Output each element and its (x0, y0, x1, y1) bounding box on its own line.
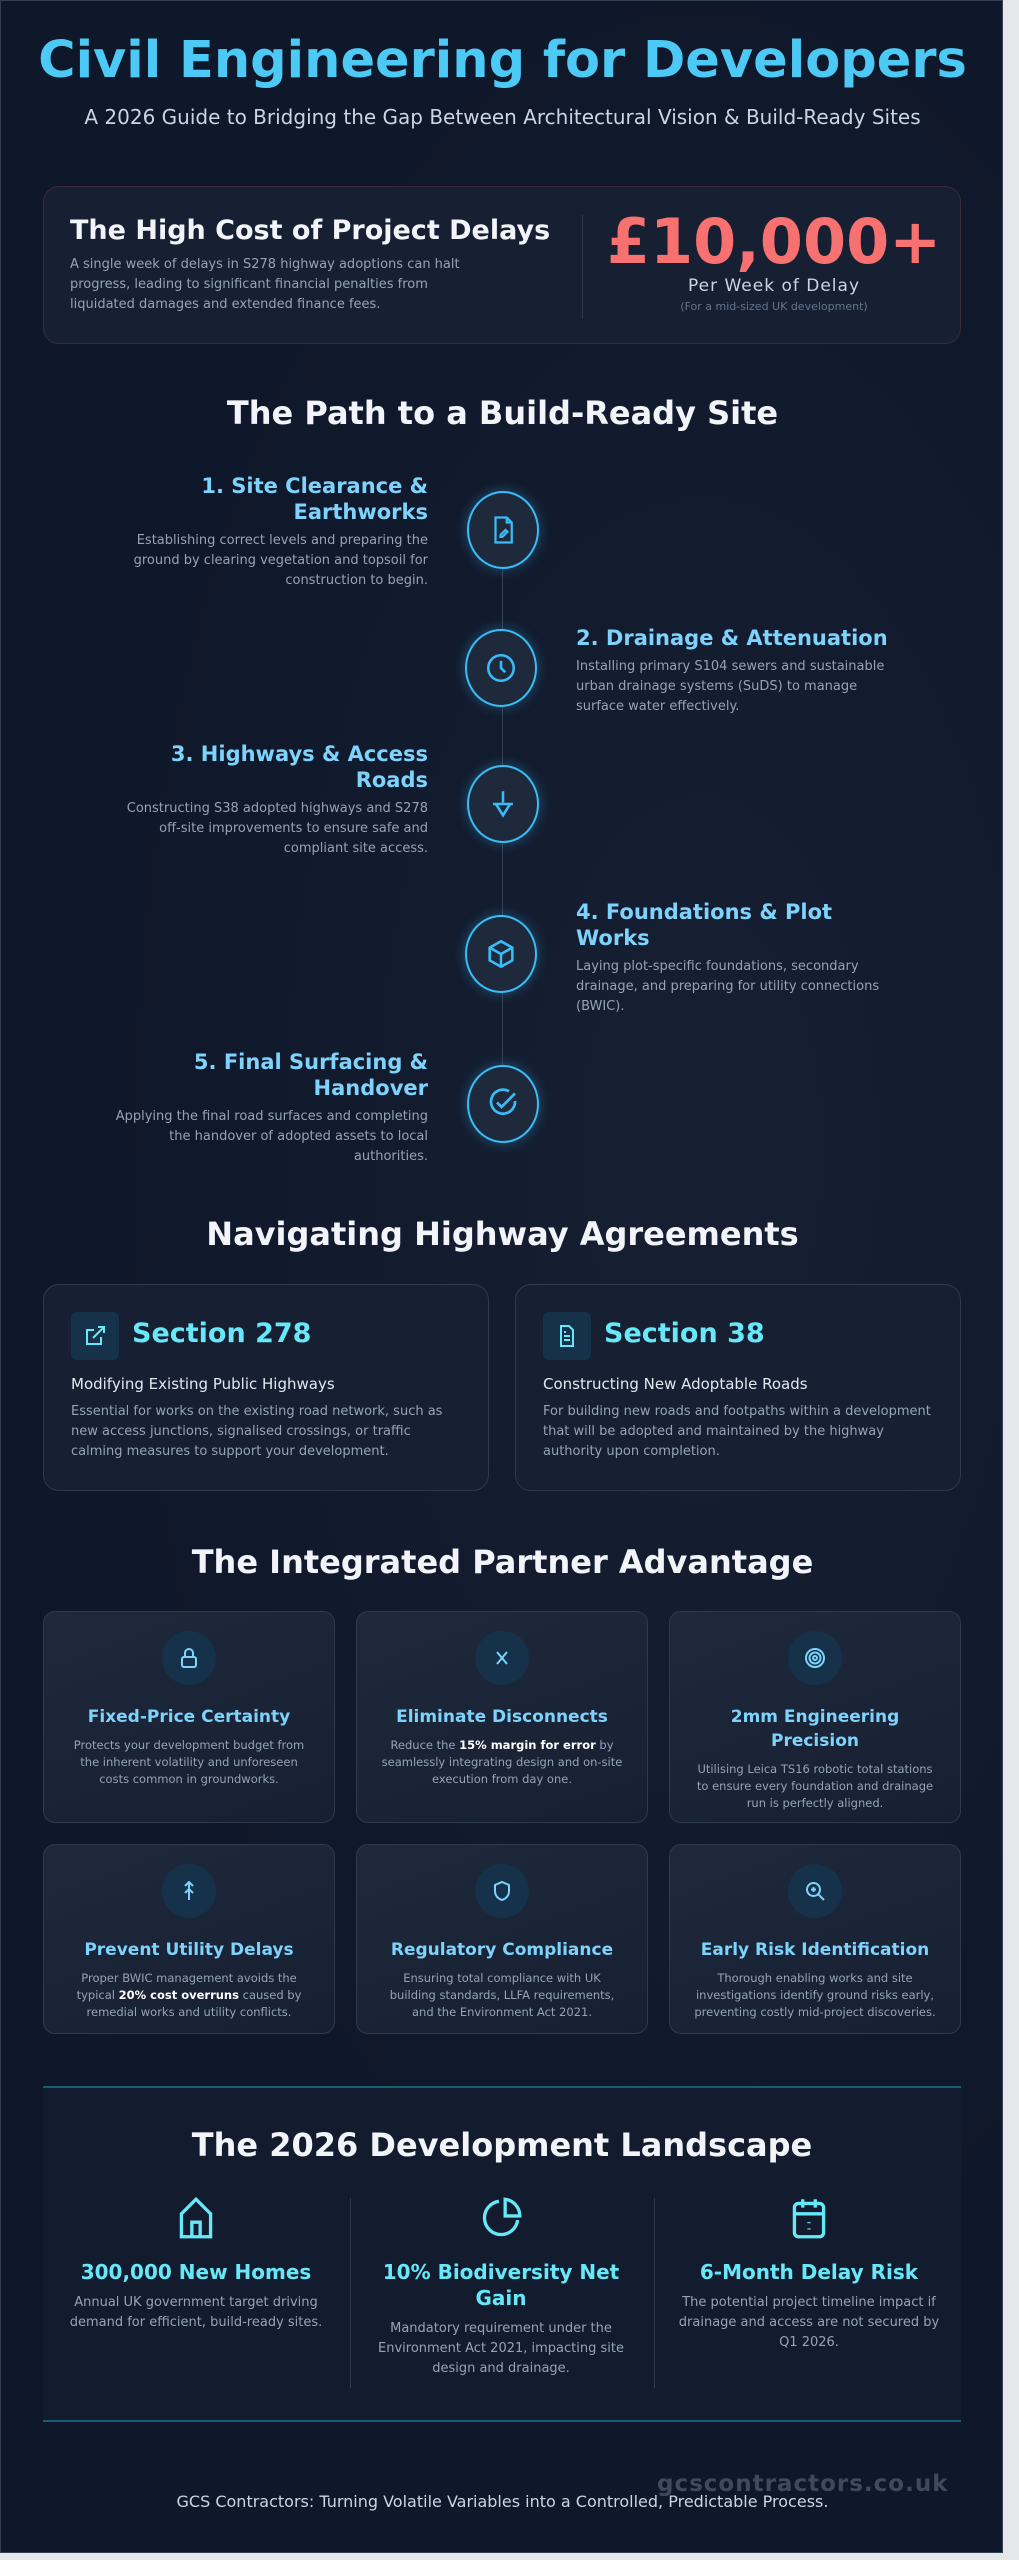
advantage-card: Early Risk Identification Thorough enabl… (669, 1844, 961, 2034)
advantage-card: Prevent Utility Delays Proper BWIC manag… (43, 1844, 335, 2034)
card-body: Essential for works on the existing road… (71, 1404, 443, 1459)
card-title: Eliminate Disconnects (396, 1707, 608, 1727)
document-icon (543, 1312, 591, 1360)
calendar-icon (674, 2193, 944, 2243)
stat-title: 10% Biodiversity Net Gain (382, 2260, 620, 2310)
landscape-section: The 2026 Development Landscape 300,000 N… (43, 2086, 961, 2422)
divider (654, 2198, 655, 2388)
step-title: 3. Highways & Access Roads (170, 742, 428, 792)
check-circle-icon (467, 1065, 539, 1143)
landscape-title: The 2026 Development Landscape (191, 2126, 813, 2164)
path-title: The Path to a Build-Ready Site (226, 394, 779, 432)
stat-title: 300,000 New Homes (80, 2260, 312, 2284)
cost-card: The High Cost of Project Delays A single… (43, 186, 961, 344)
lock-icon (162, 1631, 216, 1685)
divider (582, 215, 583, 319)
step-title: 1. Site Clearance & Earthworks (201, 474, 428, 524)
cost-body: A single week of delays in S278 highway … (70, 257, 460, 312)
cost-title: The High Cost of Project Delays (70, 215, 551, 246)
body-text: Reduce the (390, 1738, 460, 1752)
step-body: Laying plot-specific foundations, second… (576, 959, 880, 1014)
cost-note: (For a mid-sized UK development) (680, 300, 868, 313)
clock-icon (465, 629, 537, 707)
card-body: Protects your development budget from th… (73, 1738, 305, 1786)
card-body: Proper BWIC management avoids the typica… (66, 1970, 312, 2021)
advantage-card: 2mm Engineering Precision Utilising Leic… (669, 1611, 961, 1823)
step-title: 4. Foundations & Plot Works (576, 900, 833, 950)
card-title: Early Risk Identification (700, 1940, 930, 1960)
body-text: caused by remedial works and utility con… (86, 1988, 302, 2019)
card-body: Thorough enabling works and site investi… (694, 1971, 936, 2019)
card-title: Fixed-Price Certainty (87, 1707, 291, 1727)
cost-value: £10,000+ (606, 205, 942, 278)
highway-title: Navigating Highway Agreements (206, 1215, 799, 1253)
cube-icon (465, 915, 537, 993)
stat: 300,000 New Homes Annual UK government t… (61, 2193, 331, 2333)
card-body: Ensuring total compliance with UK buildi… (389, 1971, 615, 2019)
card-title: Regulatory Compliance (390, 1940, 614, 1960)
pie-chart-icon (366, 2193, 636, 2243)
card-title: Section 278 (132, 1318, 312, 1349)
x-icon (475, 1631, 529, 1685)
section-278-card: Section 278 Modifying Existing Public Hi… (43, 1284, 489, 1491)
card-body: Utilising Leica TS16 robotic total stati… (696, 1762, 934, 1810)
advantage-card: Eliminate Disconnects Reduce the 15% mar… (356, 1611, 648, 1823)
buoy-icon (467, 765, 539, 843)
card-title: Section 38 (604, 1318, 765, 1349)
advantage-card: Regulatory Compliance Ensuring total com… (356, 1844, 648, 2034)
body-text: Proper BWIC management avoids the typica… (76, 1971, 297, 2002)
step-body: Applying the final road surfaces and com… (115, 1109, 428, 1164)
step-body: Constructing S38 adopted highways and S2… (126, 801, 428, 856)
stat-title: 6-Month Delay Risk (699, 2260, 919, 2284)
arrow-up-icon (162, 1864, 216, 1918)
stat-body: The potential project timeline impact if… (678, 2295, 940, 2350)
body-highlight: 15% margin for error (459, 1738, 596, 1752)
card-subtitle: Constructing New Adoptable Roads (543, 1375, 808, 1393)
zoom-in-icon (788, 1864, 842, 1918)
shield-icon (475, 1864, 529, 1918)
stat: 6-Month Delay Risk The potential project… (674, 2193, 944, 2353)
watermark: gcscontractors.co.uk (657, 2471, 949, 2497)
body-highlight: 20% cost overruns (118, 1988, 239, 2002)
home-icon (61, 2193, 331, 2243)
external-link-icon (71, 1312, 119, 1360)
stat-body: Mandatory requirement under the Environm… (378, 2321, 624, 2376)
step-body: Establishing correct levels and preparin… (133, 533, 428, 588)
footer-tagline: GCS Contractors: Turning Volatile Variab… (176, 2492, 829, 2511)
page-title: Civil Engineering for Developers (38, 31, 967, 90)
card-title: 2mm Engineering Precision (730, 1707, 900, 1751)
section-38-card: Section 38 Constructing New Adoptable Ro… (515, 1284, 961, 1491)
step-title: 2. Drainage & Attenuation (576, 626, 888, 650)
advantage-title: The Integrated Partner Advantage (191, 1543, 814, 1581)
stat-body: Annual UK government target driving dema… (69, 2295, 323, 2330)
body-text: by seamlessly integrating design and on-… (381, 1738, 623, 1786)
cost-unit: Per Week of Delay (687, 276, 861, 296)
divider (350, 2198, 351, 2388)
step-body: Installing primary S104 sewers and susta… (576, 659, 885, 714)
card-body: For building new roads and footpaths wit… (543, 1404, 931, 1459)
target-icon (788, 1631, 842, 1685)
card-body: Reduce the 15% margin for error by seaml… (379, 1737, 625, 1788)
step-title: 5. Final Surfacing & Handover (193, 1050, 428, 1100)
advantage-card: Fixed-Price Certainty Protects your deve… (43, 1611, 335, 1823)
card-subtitle: Modifying Existing Public Highways (71, 1375, 335, 1393)
file-edit-icon (467, 491, 539, 569)
page-subtitle: A 2026 Guide to Bridging the Gap Between… (84, 105, 921, 129)
card-title: Prevent Utility Delays (84, 1940, 294, 1960)
stat: 10% Biodiversity Net Gain Mandatory requ… (366, 2193, 636, 2379)
